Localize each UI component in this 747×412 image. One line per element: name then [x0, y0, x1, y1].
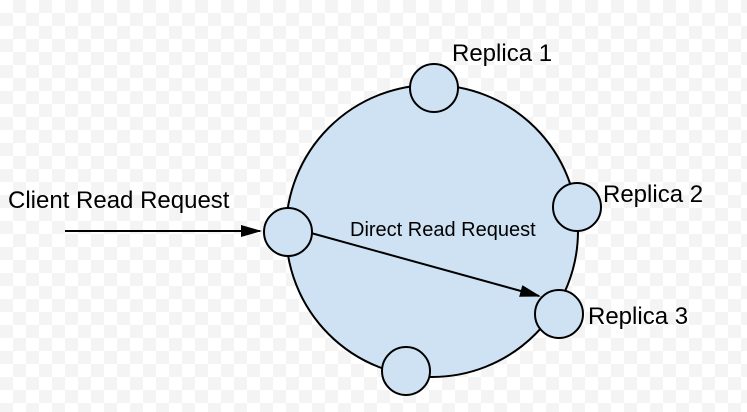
node-bottom [381, 346, 431, 396]
replica-2-label: Replica 2 [603, 181, 703, 208]
node-replica-1 [409, 63, 459, 113]
client-read-request-label: Client Read Request [8, 187, 230, 214]
node-replica-3 [534, 289, 584, 339]
node-replica-2 [552, 182, 602, 232]
node-left-coordinator [263, 207, 313, 257]
replica-1-label: Replica 1 [452, 40, 552, 67]
replica-3-label: Replica 3 [588, 303, 688, 330]
direct-read-arrow [310, 232, 541, 297]
direct-read-request-label: Direct Read Request [350, 219, 536, 241]
